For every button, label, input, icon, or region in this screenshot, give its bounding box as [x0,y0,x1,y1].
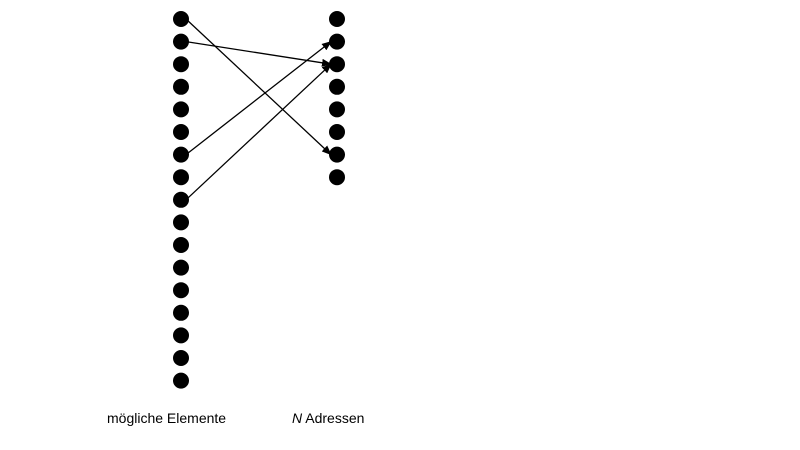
element-node [173,304,189,321]
element-node [173,282,189,299]
element-node [173,56,189,73]
element-node [173,214,189,231]
address-node [329,146,345,163]
element-node [173,124,189,140]
address-node [329,78,345,95]
element-node [173,169,189,186]
element-node [173,33,189,50]
mapping-arrow [185,18,332,156]
addresses-label: N Adressen [292,410,364,426]
address-node [329,33,345,50]
element-node [173,372,189,389]
element-node [173,11,189,27]
element-node [173,146,189,163]
element-node [173,237,189,253]
address-node [329,101,345,118]
mapping-arrow [185,40,332,156]
address-node [329,169,345,186]
element-node [173,101,189,118]
mapping-arrow [185,63,332,201]
address-node [329,11,345,27]
addresses-column [329,11,345,186]
element-node [173,259,189,276]
mapping-arrows [185,18,332,201]
element-node [173,191,189,208]
element-node [173,350,189,366]
address-node [329,124,345,140]
mapping-arrow [185,40,332,67]
possible-elements-column [173,11,189,389]
element-node [173,78,189,95]
possible-elements-label: mögliche Elemente [107,410,227,426]
element-node [173,327,189,344]
addresses-text: Adressen [302,410,365,426]
address-node [329,56,345,73]
addresses-variable: N [292,410,303,426]
